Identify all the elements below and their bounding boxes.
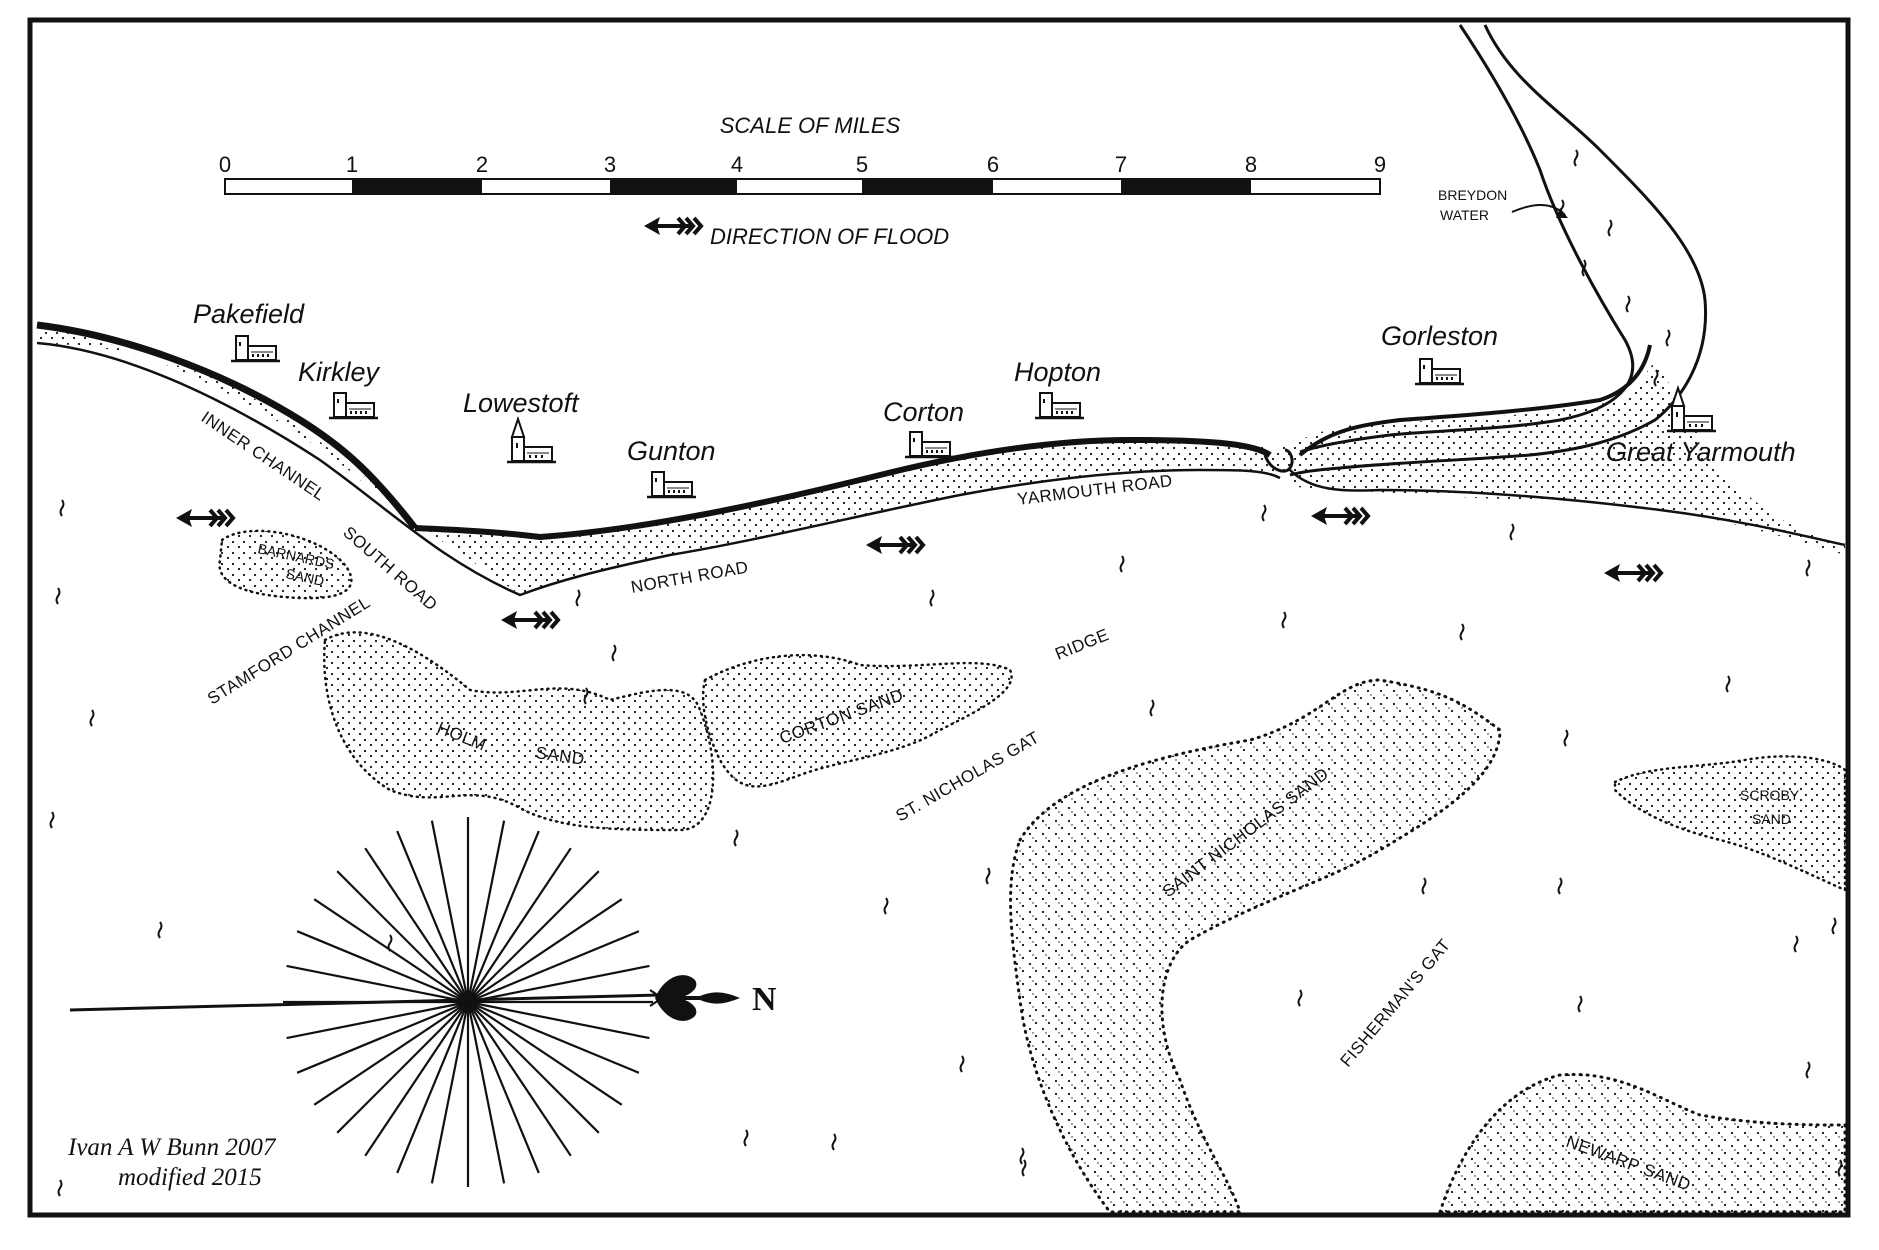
town-label-pakefield: Pakefield	[193, 299, 305, 329]
town-label-great-yarmouth: Great Yarmouth	[1606, 437, 1796, 467]
yarmouth-shore	[1289, 469, 1846, 547]
compass-ray	[336, 1001, 469, 1134]
coastline	[36, 24, 1846, 597]
corton-sand-shape	[701, 653, 1013, 788]
scale-tick-4: 4	[731, 152, 743, 177]
scale-ticks: 0 1 2 3 4 5 6 7 8 9	[219, 152, 1386, 177]
scale-tick-6: 6	[987, 152, 999, 177]
town-label-lowestoft: Lowestoft	[463, 388, 580, 418]
breydon-water-east-bank	[1289, 24, 1708, 477]
compass-ray	[466, 1001, 540, 1174]
town-labels: Pakefield Kirkley Lowestoft Gunton Corto…	[193, 299, 1796, 467]
compass-ray	[396, 830, 470, 1003]
scale-tick-5: 5	[856, 152, 868, 177]
compass-ray	[467, 870, 600, 1003]
flood-direction-label: DIRECTION OF FLOOD	[710, 224, 949, 249]
compass-rose: N	[69, 817, 777, 1187]
map-frame	[27, 17, 1851, 1218]
compass-north-label: N	[752, 981, 777, 1018]
compass-ray	[467, 847, 572, 1003]
scale-of-miles: SCALE OF MILES 0 1 2 3 4 5 6 7 8 9 DIREC…	[219, 113, 1386, 249]
harbour-entrance	[1263, 448, 1294, 473]
scroby-sand-shape	[1613, 755, 1847, 892]
lowestoft-shore	[414, 436, 1272, 541]
scale-tick-1: 1	[346, 152, 358, 177]
compass-ray	[466, 830, 540, 1003]
compass-ray	[467, 1001, 623, 1106]
compass-ray	[467, 1001, 572, 1157]
compass-ray	[313, 1001, 469, 1106]
compass-ray	[296, 1000, 469, 1074]
label-scroby-2: SAND	[1752, 811, 1791, 827]
scale-tick-3: 3	[604, 152, 616, 177]
compass-ray	[430, 1001, 470, 1184]
compass-ray	[467, 1000, 650, 1040]
credit-line-2: modified 2015	[118, 1164, 262, 1191]
compass-ray	[396, 1001, 470, 1174]
compass-ray	[467, 964, 650, 1004]
compass-ray	[467, 1000, 640, 1074]
scale-tick-7: 7	[1115, 152, 1127, 177]
scale-tick-2: 2	[476, 152, 488, 177]
barnards-sand-shape	[218, 529, 353, 600]
holm-sand-shape	[323, 631, 715, 832]
scale-tick-9: 9	[1374, 152, 1386, 177]
scale-bar	[224, 178, 1381, 195]
compass-ray	[286, 964, 469, 1004]
label-breydon-2: WATER	[1440, 207, 1489, 223]
scale-title: SCALE OF MILES	[720, 113, 901, 138]
compass-ray	[364, 847, 469, 1003]
compass-ray	[336, 870, 469, 1003]
breydon-water-west-bank	[1299, 24, 1635, 454]
sandbanks	[218, 529, 1847, 1214]
north-fleur-icon	[649, 975, 740, 1021]
shore-edge	[36, 341, 1281, 597]
town-label-gorleston: Gorleston	[1381, 321, 1498, 351]
cliff-line	[36, 321, 418, 531]
beach-strip	[37, 325, 1845, 595]
compass-ray	[466, 1001, 506, 1184]
newarp-sand-shape	[1437, 1072, 1847, 1214]
compass-ray	[364, 1001, 469, 1157]
town-label-corton: Corton	[883, 397, 964, 427]
credit-line-1: Ivan A W Bunn 2007	[67, 1134, 277, 1161]
label-breydon-1: BREYDON	[1438, 187, 1507, 203]
saint-nicholas-sand-shape	[1009, 678, 1502, 1214]
town-label-hopton: Hopton	[1014, 357, 1101, 387]
scale-tick-0: 0	[219, 152, 231, 177]
scale-tick-8: 8	[1245, 152, 1257, 177]
compass-ray	[313, 898, 469, 1003]
compass-ray	[466, 820, 506, 1003]
town-label-gunton: Gunton	[627, 436, 716, 466]
compass-ray	[296, 930, 469, 1004]
compass-ray	[467, 1001, 600, 1134]
label-barnards-2: SAND	[284, 565, 325, 589]
credit: Ivan A W Bunn 2007 modified 2015	[67, 1134, 277, 1191]
compass-ray	[467, 930, 640, 1004]
compass-ray	[430, 820, 470, 1003]
town-label-kirkley: Kirkley	[298, 357, 381, 387]
label-scroby-1: SCROBY	[1740, 787, 1800, 803]
compass-ray	[286, 1000, 469, 1040]
compass-ray	[467, 898, 623, 1003]
